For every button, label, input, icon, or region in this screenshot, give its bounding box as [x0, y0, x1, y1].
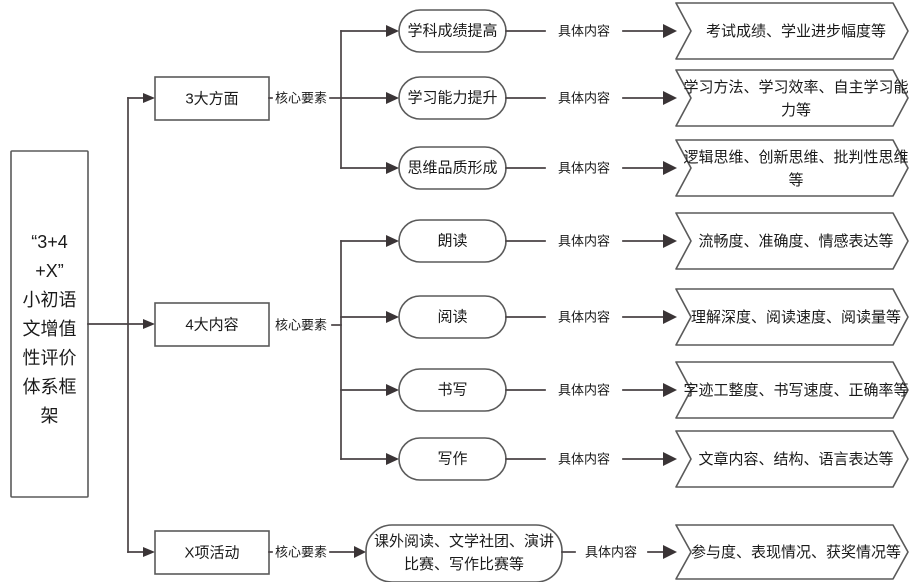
detail-node-1-1[interactable]: 考试成绩、学业进步幅度等	[675, 2, 909, 60]
detail-text-2-4-line-0: 文章内容、结构、语言表达等	[698, 450, 893, 468]
child-node-extracurricular[interactable]: 课外阅读、文学社团、演讲 比赛、写作比赛等	[365, 524, 563, 582]
detail-text-2-2-line-0: 理解深度、阅读速度、阅读量等	[691, 308, 901, 326]
detail-node-2-3[interactable]: 字迹工整度、书写速度、正确率等	[675, 361, 909, 419]
detail-connector-1-1: 具体内容	[505, 23, 677, 38]
detail-connector-2-3: 具体内容	[505, 382, 677, 397]
child-label-subject-grades: 学科成绩提高	[407, 22, 497, 39]
detail-connector-2-4: 具体内容	[505, 451, 677, 466]
child-label-handwriting: 书写	[437, 381, 467, 398]
detail-node-2-2[interactable]: 理解深度、阅读速度、阅读量等	[675, 288, 909, 346]
root-node-line-4: 性评价	[23, 348, 77, 368]
detail-connector-2-2: 具体内容	[505, 309, 677, 324]
child-node-reading-aloud[interactable]: 朗读	[398, 219, 507, 263]
edge-label-core-elements-3-group: 核心要素	[268, 544, 366, 559]
root-node-line-5: 体系框	[23, 377, 77, 397]
edge-label-specific-content-2: 具体内容	[558, 90, 610, 105]
detail-text-1-3-line-0: 逻辑思维、创新思维、批判性思维	[683, 149, 908, 166]
child-node-writing[interactable]: 写作	[398, 437, 507, 481]
edge-label-specific-content-7: 具体内容	[558, 451, 610, 466]
root-node[interactable]: “3+4 +X” 小初语 文增值 性评价 体系框 架	[10, 150, 89, 498]
root-node-line-2: 小初语	[23, 290, 77, 310]
edge-label-core-elements-2-group: 核心要素	[275, 317, 342, 332]
edge-label-core-elements-2: 核心要素	[275, 317, 327, 332]
branch-node-four-contents[interactable]: 4大内容	[154, 302, 270, 347]
child-node-thinking-quality[interactable]: 思维品质形成	[398, 146, 507, 190]
detail-node-2-4[interactable]: 文章内容、结构、语言表达等	[675, 430, 909, 488]
edge-label-specific-content-4: 具体内容	[558, 233, 610, 248]
edge-label-specific-content-5: 具体内容	[558, 309, 610, 324]
child-label-writing: 写作	[437, 450, 467, 467]
edge-label-specific-content-1: 具体内容	[558, 23, 610, 38]
branch-label-four-contents: 4大内容	[185, 316, 238, 333]
root-node-line-1: +X”	[35, 261, 64, 281]
detail-connector-1-2: 具体内容	[505, 90, 677, 105]
detail-node-2-1[interactable]: 流畅度、准确度、情感表达等	[675, 212, 909, 270]
branch-node-three-aspects[interactable]: 3大方面	[154, 76, 270, 121]
child-label-reading: 阅读	[437, 308, 467, 325]
detail-text-1-3-line-1: 等	[788, 171, 803, 189]
child-label-extracurricular-line-0: 课外阅读、文学社团、演讲	[374, 533, 554, 550]
root-node-line-6: 架	[41, 406, 59, 426]
branch-fanout-four-contents	[340, 235, 399, 465]
edge-label-specific-content-8: 具体内容	[585, 544, 637, 559]
branch-label-x-activities: X项活动	[184, 544, 239, 561]
detail-text-2-1-line-0: 流畅度、准确度、情感表达等	[698, 232, 893, 250]
detail-text-2-3-line-0: 字迹工整度、书写速度、正确率等	[683, 381, 908, 399]
root-trunk-connector	[87, 93, 155, 557]
child-node-reading[interactable]: 阅读	[398, 295, 507, 339]
child-label-reading-aloud: 朗读	[437, 232, 467, 249]
child-node-learning-ability[interactable]: 学习能力提升	[398, 76, 507, 120]
detail-node-1-2[interactable]: 学习方法、学习效率、自主学习能 力等	[675, 69, 909, 127]
root-node-line-0: “3+4	[31, 232, 68, 252]
detail-text-1-2-line-0: 学习方法、学习效率、自主学习能	[683, 79, 908, 96]
detail-text-1-1-line-0: 考试成绩、学业进步幅度等	[706, 22, 886, 40]
edge-label-specific-content-3: 具体内容	[558, 160, 610, 175]
child-label-learning-ability: 学习能力提升	[407, 89, 497, 106]
edge-label-core-elements-1-group: 核心要素	[268, 90, 342, 105]
child-label-thinking-quality: 思维品质形成	[407, 159, 497, 176]
edge-label-core-elements-1: 核心要素	[275, 90, 327, 105]
edge-label-core-elements-3: 核心要素	[275, 544, 327, 559]
detail-connector-3-1: 具体内容	[561, 544, 677, 559]
child-label-extracurricular-line-1: 比赛、写作比赛等	[404, 555, 524, 573]
detail-node-3-1[interactable]: 参与度、表现情况、获奖情况等	[675, 524, 909, 580]
detail-connector-1-3: 具体内容	[505, 160, 677, 175]
branch-fanout-three-aspects	[340, 25, 399, 174]
branch-label-three-aspects: 3大方面	[185, 90, 238, 107]
detail-text-3-1-line-0: 参与度、表现情况、获奖情况等	[691, 543, 901, 561]
detail-node-1-3[interactable]: 逻辑思维、创新思维、批判性思维 等	[675, 139, 909, 197]
root-node-line-3: 文增值	[23, 319, 77, 339]
branch-node-x-activities[interactable]: X项活动	[154, 530, 270, 575]
child-node-handwriting[interactable]: 书写	[398, 368, 507, 412]
edge-label-specific-content-6: 具体内容	[558, 382, 610, 397]
detail-text-1-2-line-1: 力等	[781, 101, 811, 119]
child-node-subject-grades[interactable]: 学科成绩提高	[398, 9, 507, 53]
detail-connector-2-1: 具体内容	[505, 233, 677, 248]
